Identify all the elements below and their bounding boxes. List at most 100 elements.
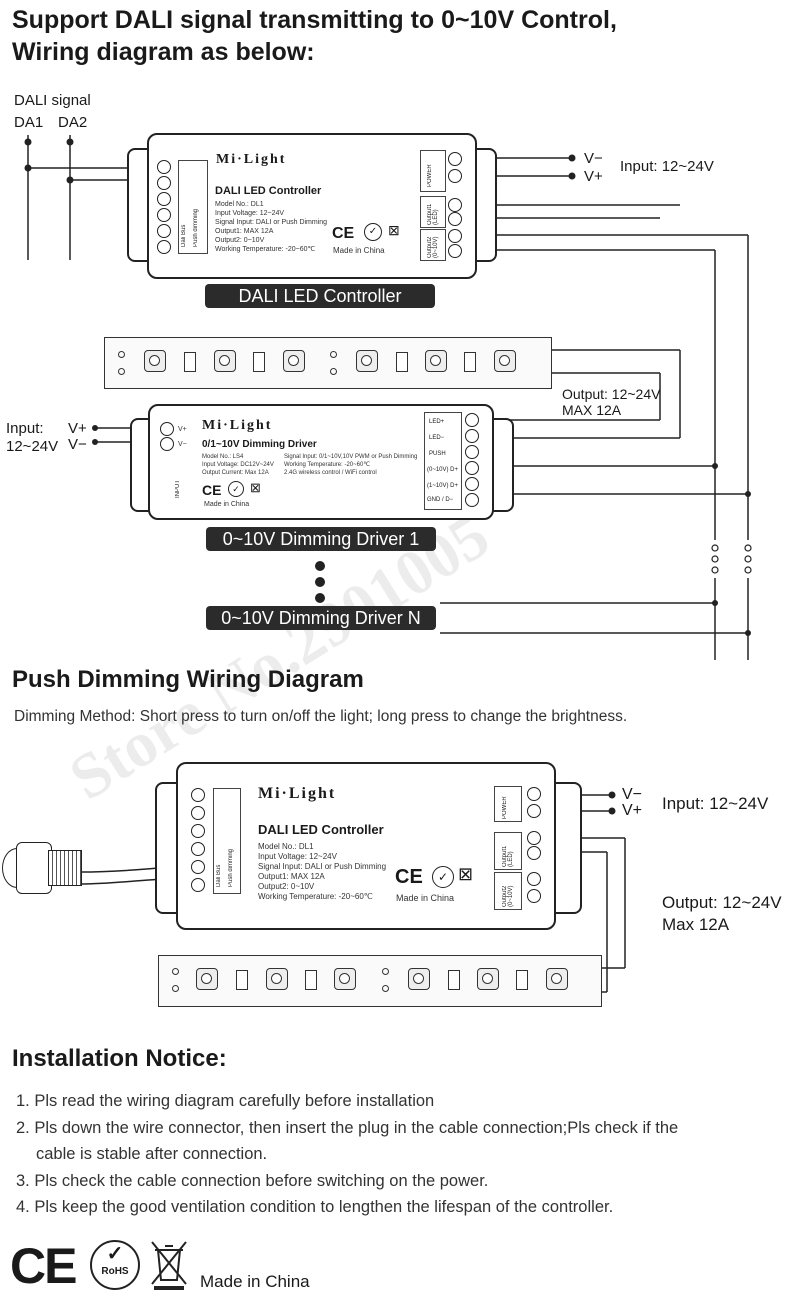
c2-controller-title: DALI LED Controller (258, 822, 384, 837)
led-chip (144, 350, 166, 372)
c2-rohs-check-icon: ✓ (432, 866, 454, 888)
driver-rohs-check-icon: ✓ (228, 481, 244, 497)
output-current-label: MAX 12A (562, 402, 622, 418)
made-in-china-small: Made in China (333, 246, 385, 255)
terminal-v-plus (448, 169, 462, 183)
c2-spec-model: Model No.: DL1 (258, 842, 314, 851)
terminal-v-minus (448, 152, 462, 166)
power-terminal-label: POWER (420, 150, 446, 192)
c2-input-label: Input: 12~24V (662, 794, 769, 813)
rohs-check-icon: ✓ (364, 223, 382, 241)
led-strip-top (104, 337, 552, 389)
driver-brand-logo: Mi·Light (202, 418, 273, 433)
controller-specs: Model No.: DL1 Input Voltage: 12~24V Sig… (215, 200, 327, 254)
push-button-icon (2, 838, 84, 898)
c2-power-label: POWER (494, 786, 522, 822)
resistor (448, 970, 460, 990)
c2-output-voltage: Output: 12~24V (662, 893, 782, 912)
led-chip (214, 350, 236, 372)
output2-group: Output2 (0~10V) (427, 236, 439, 258)
resistor (396, 352, 408, 372)
output-voltage-label: Output: 12~24V (562, 386, 661, 402)
terminal-da1 (157, 160, 171, 174)
driver-terminal (465, 429, 479, 443)
driver-terminal (465, 413, 479, 427)
c2-terminal (191, 806, 205, 820)
driver-spec-temp: Working Temperature: -20~60℃ (284, 462, 371, 468)
driver-input-vminus (160, 437, 174, 451)
spec-model: Model No.: DL1 (215, 201, 264, 208)
brand-logo: Mi·Light (216, 152, 287, 167)
strip-hole (382, 968, 389, 975)
c2-output1-label: Output1 (LED) (494, 832, 522, 870)
c2-right-terminal (527, 889, 541, 903)
push-dimming-group: Push dimming (193, 208, 199, 247)
spec-signal-input: Signal Input: DALI or Push Dimming (215, 219, 328, 226)
v-plus-label: V+ (584, 168, 603, 185)
resistor (236, 970, 248, 990)
c2-spec-temp: Working Temperature: -20~60℃ (258, 892, 373, 901)
title-line-2: Wiring diagram as below: (12, 38, 315, 66)
title-line-1: Support DALI signal transmitting to 0~10… (12, 6, 617, 34)
driver-terminal (465, 461, 479, 475)
c2-spec-output1: Output1: MAX 12A (258, 872, 325, 881)
driver-spec-wireless: 2.4G wireless control / WiFi control (284, 470, 377, 476)
resistor (253, 352, 265, 372)
strip-hole (118, 351, 125, 358)
strip-hole (172, 968, 179, 975)
driver-spec-input: Input Voltage: DC12V~24V (202, 462, 274, 468)
led-strip-bottom (158, 955, 602, 1007)
strip-hole (172, 985, 179, 992)
c2-controller-specs: Model No.: DL1 Input Voltage: 12~24V Sig… (258, 842, 386, 902)
driver-input-vplus (160, 422, 174, 436)
c2-dali-bus-group: Dali Bus (216, 864, 222, 887)
v-minus-label: V− (584, 150, 603, 167)
driver-spec-model: Model No.: LS4 (202, 454, 244, 460)
driver-vplus-label: V+ (68, 420, 87, 437)
notice-item-2-cont: cable is stable after connection. (36, 1145, 268, 1163)
terminal-0-10-plus (448, 229, 462, 243)
c2-spec-output2: Output2: 0~10V (258, 882, 315, 891)
c2-output2-label: Output2 (0~10V) (494, 872, 522, 910)
driver-terminal (465, 493, 479, 507)
led-chip (196, 968, 218, 990)
c2-output2-group: Output2 (0~10V) (502, 885, 514, 907)
spec-input-voltage: Input Voltage: 12~24V (215, 210, 285, 217)
c2-ce-mark-icon: CE (395, 866, 423, 888)
driver-term-led-plus: LED+ (429, 419, 445, 425)
led-chip (356, 350, 378, 372)
driver-term-led-minus: LED− (429, 435, 445, 441)
driver-term-gnd: GND / D− (427, 497, 454, 503)
output1-group: Output1 (LED) (427, 203, 439, 225)
led-chip (408, 968, 430, 990)
terminal-push-minus (157, 240, 171, 254)
led-chip (477, 968, 499, 990)
driver-terminal (465, 445, 479, 459)
led-chip (334, 968, 356, 990)
c2-right-terminal (527, 872, 541, 886)
driver-made-in-china: Made in China (204, 501, 250, 508)
footer-weee-bin-icon (150, 1240, 188, 1290)
installation-notice-list: 1. Pls read the wiring diagram carefully… (16, 1088, 678, 1221)
driver-term-push: PUSH (429, 451, 446, 457)
driver-n-caption: 0~10V Dimming Driver N (206, 606, 436, 630)
terminal-0-10-minus (448, 244, 462, 258)
c2-left-terminal-label: Dali Bus Push dimming (213, 788, 241, 894)
driver-vminus-label: V− (68, 436, 87, 453)
resistor (516, 970, 528, 990)
c2-spec-input: Input Voltage: 12~24V (258, 852, 337, 861)
c2-output-current: Max 12A (662, 915, 730, 934)
terminal-da2 (157, 176, 171, 190)
resistor (305, 970, 317, 990)
led-chip (266, 968, 288, 990)
c2-made-in-china: Made in China (396, 893, 455, 903)
terminal-led-plus (448, 212, 462, 226)
terminal-da2-b (157, 208, 171, 222)
strip-hole (330, 351, 337, 358)
footer-rohs-check-icon: ✓ RoHS (90, 1240, 140, 1290)
c2-terminal (191, 824, 205, 838)
driver-input-vplus-text: V+ (178, 426, 187, 433)
dali-bus-group: Dali Bus (181, 224, 187, 247)
driver-specs-right: Signal Input: 0/1~10V,10V PWM or Push Di… (284, 453, 417, 477)
spec-output1: Output1: MAX 12A (215, 228, 274, 235)
